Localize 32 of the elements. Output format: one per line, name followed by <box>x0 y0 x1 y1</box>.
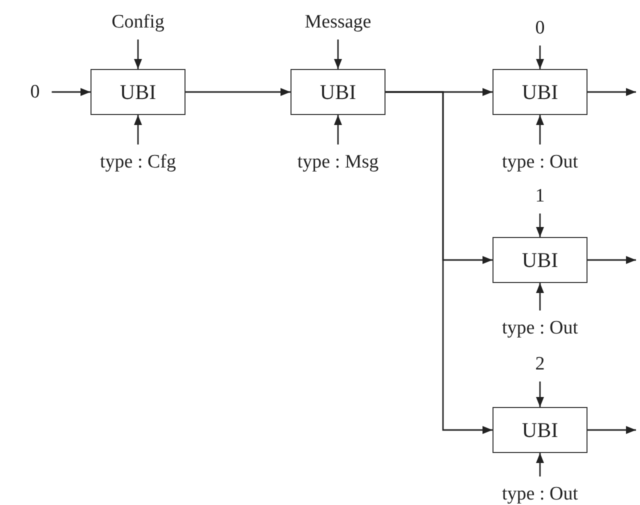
arrow <box>536 46 544 69</box>
node-label: type : Out <box>502 318 578 338</box>
arrow <box>536 382 544 407</box>
process-box: UBI <box>492 237 588 283</box>
arrow <box>536 283 544 310</box>
arrow <box>536 214 544 237</box>
process-box: UBI <box>492 69 588 115</box>
arrow <box>588 88 636 96</box>
node-label: type : Cfg <box>100 152 176 172</box>
node-label: type : Out <box>502 152 578 172</box>
node-label: 0 <box>535 18 545 38</box>
arrow <box>386 91 492 434</box>
arrow <box>334 40 342 69</box>
process-box: UBI <box>290 69 386 115</box>
node-label: Config <box>112 12 164 32</box>
arrow <box>52 88 90 96</box>
process-box: UBI <box>492 407 588 453</box>
node-label: 1 <box>535 186 545 206</box>
arrow <box>536 453 544 476</box>
node-label: 2 <box>535 354 545 374</box>
process-box: UBI <box>90 69 186 115</box>
node-label: type : Out <box>502 484 578 504</box>
arrow <box>134 40 142 69</box>
node-label: 0 <box>30 82 40 102</box>
arrow <box>588 256 636 264</box>
arrow <box>536 115 544 144</box>
arrow <box>588 426 636 434</box>
node-label: type : Msg <box>297 152 379 172</box>
arrow <box>334 115 342 144</box>
arrow <box>186 88 290 96</box>
node-label: Message <box>304 12 372 32</box>
arrow <box>134 115 142 144</box>
